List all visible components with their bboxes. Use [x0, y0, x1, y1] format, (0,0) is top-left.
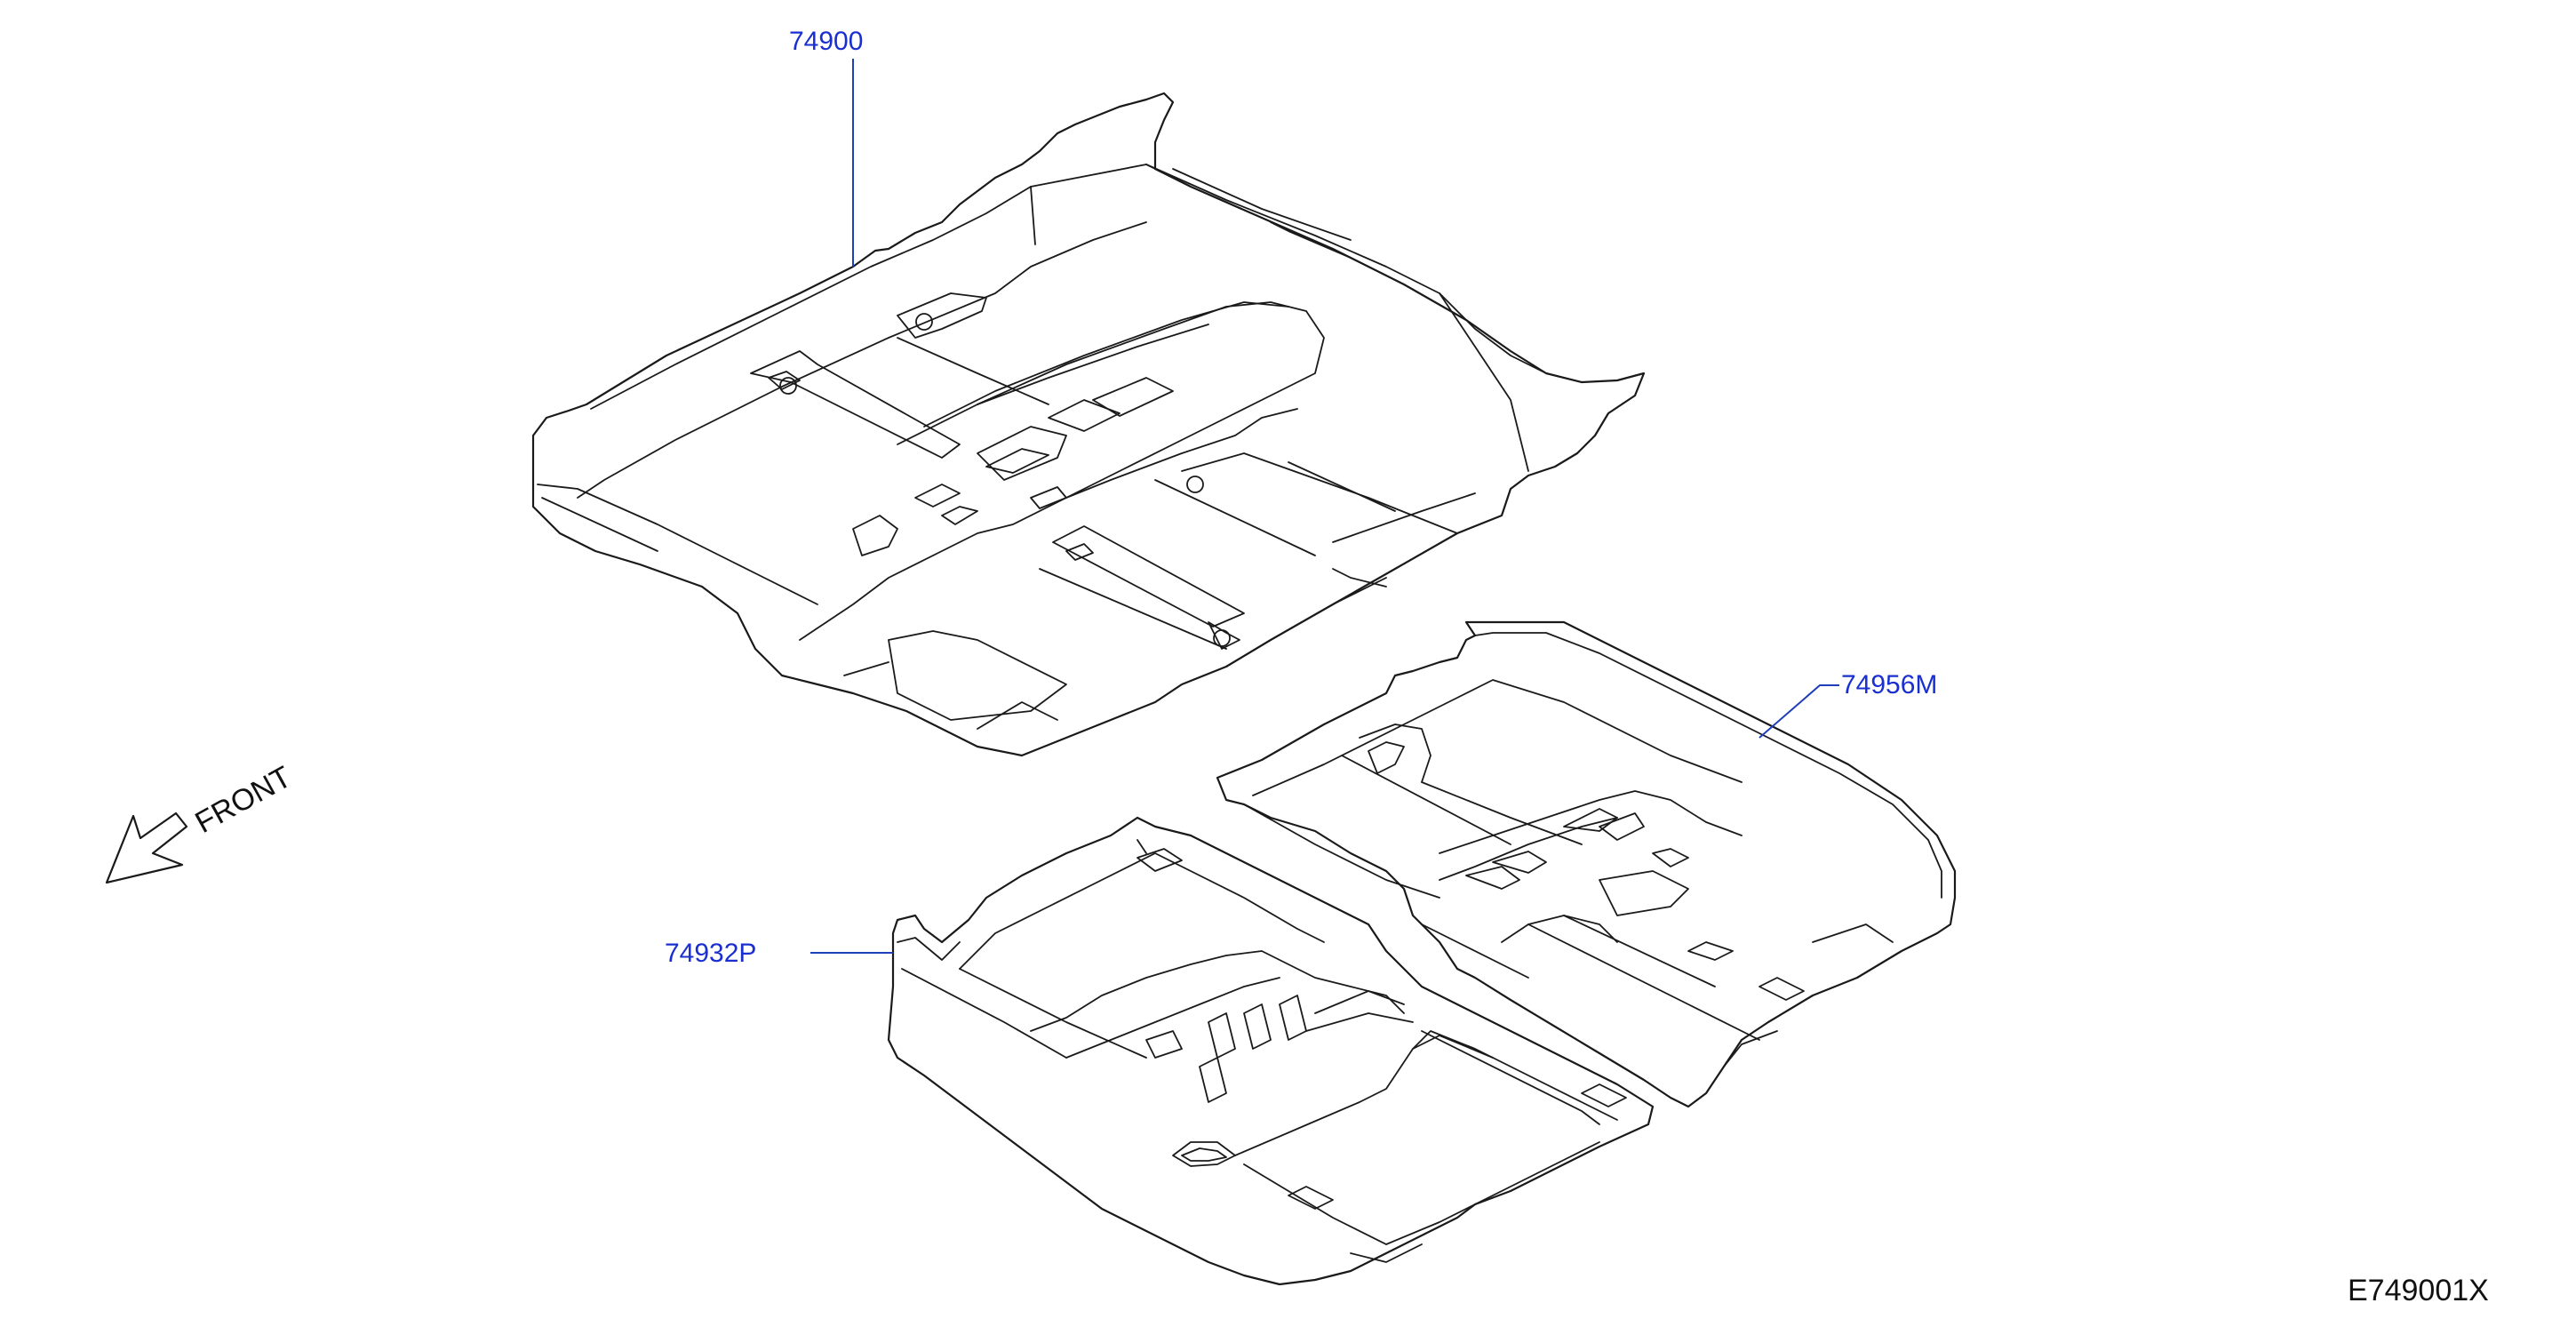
front-label: FRONT — [189, 760, 297, 840]
part-number-74932p[interactable]: 74932P — [665, 939, 756, 968]
floor-carpet-74900[interactable] — [531, 92, 1646, 757]
rear-mat-74956m[interactable] — [1216, 620, 1957, 1108]
part-number-74900[interactable]: 74900 — [789, 27, 863, 56]
callout-74956m: 74956M — [1759, 670, 1937, 739]
callout-74932p: 74932P — [665, 939, 893, 968]
front-arrow-icon — [105, 811, 188, 884]
part-number-74956m[interactable]: 74956M — [1841, 670, 1937, 699]
callout-74900: 74900 — [789, 27, 863, 267]
illustration-code: E749001X — [2348, 1274, 2489, 1307]
front-direction-indicator: FRONT — [105, 760, 297, 884]
front-mat-74932p[interactable] — [887, 816, 1655, 1286]
